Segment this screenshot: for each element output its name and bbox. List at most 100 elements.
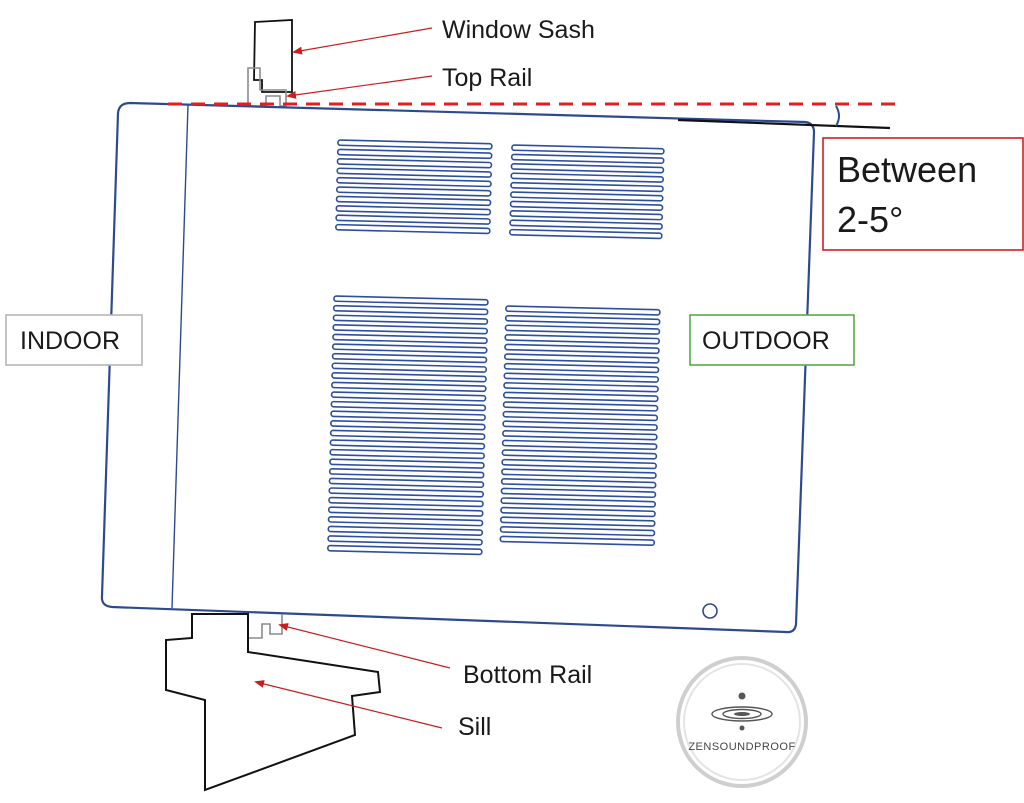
front-panel-divider xyxy=(171,104,189,609)
vent-slot xyxy=(502,410,659,422)
vent-slot xyxy=(327,515,484,527)
vent-slot xyxy=(510,163,665,174)
angle-callout-box xyxy=(822,137,1024,251)
vent-slot xyxy=(327,535,483,546)
vent-slot xyxy=(505,305,661,316)
vent-slot xyxy=(335,205,492,216)
vent-group-top-left xyxy=(335,139,493,235)
logo-text: ZENSOUNDPROOF xyxy=(688,741,795,753)
vent-slot xyxy=(330,391,487,402)
vent-slot xyxy=(500,478,657,489)
vent-slot xyxy=(509,200,664,212)
vent-slot xyxy=(501,439,658,451)
drain-hole xyxy=(702,603,718,619)
vent-slot xyxy=(501,468,657,479)
vent-group-top-right xyxy=(509,144,665,240)
vent-slot xyxy=(328,487,485,498)
vent-group-bottom-right xyxy=(499,305,661,547)
vent-slot xyxy=(327,544,483,556)
vent-slot xyxy=(336,176,492,188)
window-sill xyxy=(165,613,382,792)
sill-label: Sill xyxy=(458,713,491,741)
vent-slot xyxy=(331,372,487,383)
window-sash-label: Window Sash xyxy=(442,16,595,44)
vent-slot xyxy=(503,353,660,364)
vent-slot xyxy=(503,382,659,393)
vent-slot xyxy=(331,352,488,364)
vent-group-bottom-left xyxy=(327,295,489,556)
indoor-label: INDOOR xyxy=(20,327,120,355)
vent-slot xyxy=(332,333,488,345)
vent-slot xyxy=(509,228,663,240)
vent-slot xyxy=(328,496,484,508)
vent-slot xyxy=(499,535,656,547)
vent-slot xyxy=(504,334,660,345)
vent-slot xyxy=(328,468,485,479)
vent-slot xyxy=(500,487,657,499)
vent-slot xyxy=(329,429,486,441)
angle-callout-line2: 2-5° xyxy=(837,199,903,240)
vent-slot xyxy=(501,449,658,460)
water-ripple-icon xyxy=(711,692,773,731)
vent-slot xyxy=(510,181,664,193)
vent-slot xyxy=(329,439,486,450)
vent-slot xyxy=(335,195,492,207)
vent-slot xyxy=(327,525,484,537)
vent-slot xyxy=(336,158,493,169)
vent-slot xyxy=(335,214,491,225)
tilt-reference-line xyxy=(677,118,891,130)
vent-slot xyxy=(509,210,664,221)
vent-slot xyxy=(500,497,657,508)
vent-slot xyxy=(504,314,661,326)
vent-slot xyxy=(332,304,489,316)
vent-slot xyxy=(509,191,664,202)
vent-slot xyxy=(503,391,659,403)
vent-slot xyxy=(330,410,486,421)
vent-slot xyxy=(335,186,492,197)
vent-slot xyxy=(328,477,485,489)
vent-slot xyxy=(331,362,488,373)
vent-slot xyxy=(511,144,665,155)
vent-slot xyxy=(333,295,489,306)
top-rail-leader xyxy=(286,75,433,99)
bottom-rail-leader xyxy=(278,623,451,669)
vent-slot xyxy=(502,430,658,441)
vent-slot xyxy=(502,420,658,431)
vent-slot xyxy=(330,420,486,431)
outdoor-label: OUTDOOR xyxy=(702,327,830,355)
indoor-label-box xyxy=(5,314,143,366)
angle-arc xyxy=(835,105,840,127)
outdoor-label-box xyxy=(689,314,855,366)
vent-slot xyxy=(329,458,485,469)
vent-slot xyxy=(332,314,489,325)
vent-slot xyxy=(501,458,657,470)
sill-leader xyxy=(254,680,443,729)
zensoundproof-logo: ZENSOUNDPROOF xyxy=(676,656,808,788)
vent-slot xyxy=(509,219,663,230)
bottom-rail-label: Bottom Rail xyxy=(463,661,592,689)
vent-slot xyxy=(510,172,665,183)
angle-callout-line1: Between xyxy=(837,149,977,190)
vent-slot xyxy=(332,324,488,335)
window-sash-leader xyxy=(292,27,433,55)
vent-slot xyxy=(335,223,491,235)
vent-slot xyxy=(331,381,487,393)
vent-slot xyxy=(337,139,493,150)
window-sash xyxy=(253,19,293,93)
vent-slot xyxy=(330,400,487,412)
vent-slot xyxy=(329,448,485,460)
vent-slot xyxy=(331,343,488,354)
vent-slot xyxy=(499,525,656,537)
vent-slot xyxy=(500,506,656,518)
vent-slot xyxy=(336,148,493,160)
vent-slot xyxy=(327,506,484,517)
top-rail-label: Top Rail xyxy=(442,64,532,92)
vent-slot xyxy=(504,343,660,355)
vent-slot xyxy=(499,516,656,527)
vent-slot xyxy=(503,362,660,374)
vent-slot xyxy=(502,401,659,412)
vent-slot xyxy=(504,324,661,335)
vent-slot xyxy=(503,372,660,383)
